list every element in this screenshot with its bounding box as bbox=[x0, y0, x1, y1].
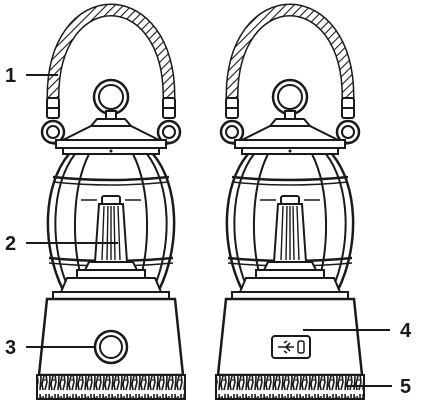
callout-lines bbox=[26, 74, 392, 387]
callout-1: 1 bbox=[5, 65, 16, 87]
callout-4: 4 bbox=[400, 320, 412, 342]
callout-2: 2 bbox=[5, 233, 16, 255]
lantern-back bbox=[216, 10, 364, 399]
power-button-icon bbox=[93, 329, 129, 365]
callout-3: 3 bbox=[5, 337, 16, 359]
lantern-front bbox=[37, 10, 185, 399]
callout-5: 5 bbox=[400, 376, 411, 398]
usb-icon bbox=[271, 335, 311, 359]
